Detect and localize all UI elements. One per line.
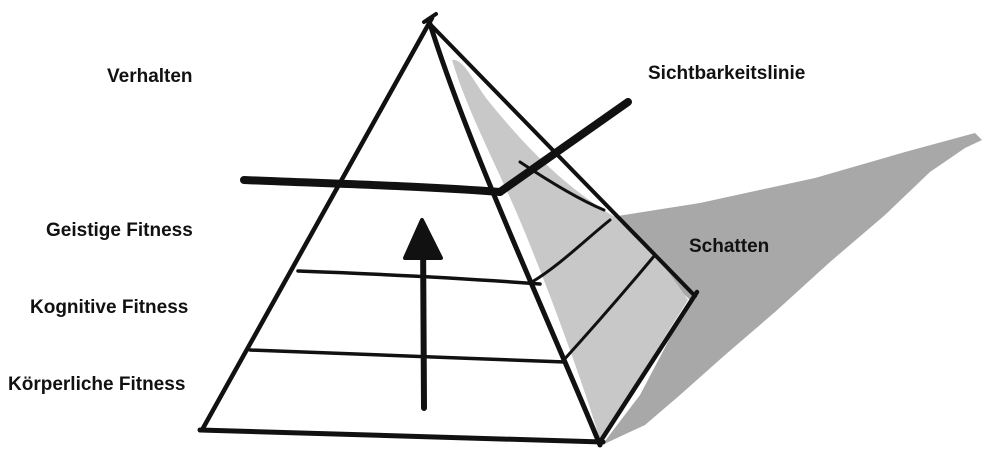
label-shadow: Schatten — [689, 237, 769, 256]
pyramid-left-edge — [202, 18, 432, 430]
label-behavior: Verhalten — [107, 67, 193, 86]
label-mental-fitness: Geistige Fitness — [46, 221, 193, 240]
label-visibility-line: Sichtbarkeitslinie — [648, 64, 805, 83]
visibility-line — [244, 180, 500, 192]
level-line-upper — [298, 271, 540, 284]
level-line-lower — [250, 350, 565, 362]
pyramid-base — [200, 430, 603, 442]
upward-arrow-head — [405, 220, 441, 258]
label-physical-fitness: Körperliche Fitness — [8, 375, 185, 394]
label-cognitive-fitness: Kognitive Fitness — [30, 298, 188, 317]
